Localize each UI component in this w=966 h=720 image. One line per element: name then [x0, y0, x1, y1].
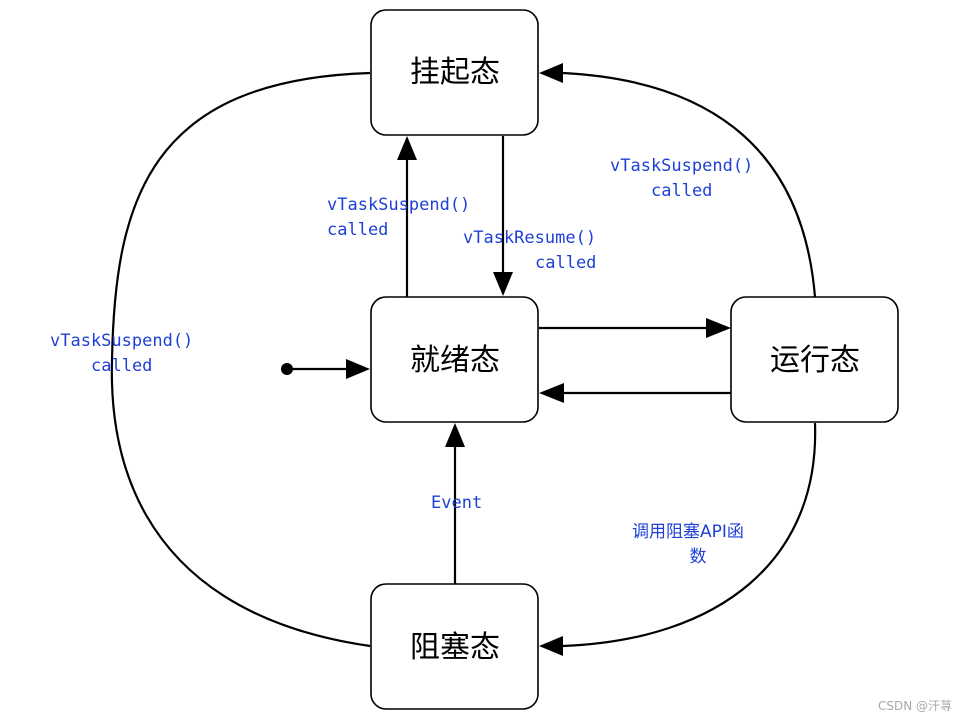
- arrowhead-running-to-suspended: [539, 63, 563, 83]
- label-blocked-to-suspended-line2: called: [91, 356, 152, 376]
- label-running-to-suspended-line1: vTaskSuspend(): [610, 156, 753, 176]
- edge-blocked-to-suspended: [110, 71, 371, 648]
- arrowhead-running-to-ready: [539, 383, 564, 403]
- label-suspended-to-ready-line2: called: [535, 253, 596, 273]
- state-blocked-box: [370, 583, 539, 710]
- state-suspended-label: 挂起态: [410, 55, 500, 90]
- state-running-label: 运行态: [770, 343, 860, 378]
- arrowhead-running-to-blocked: [539, 636, 563, 656]
- label-ready-to-suspended-line2: called: [327, 220, 388, 240]
- state-suspended-box: [370, 9, 539, 136]
- state-ready-box: [370, 296, 539, 423]
- arrowhead-ready-to-running: [706, 318, 731, 338]
- edge-running-to-suspended: [562, 71, 817, 298]
- state-ready-label: 就绪态: [410, 343, 500, 378]
- label-suspended-to-ready-line1: vTaskResume(): [463, 228, 596, 248]
- arrowhead-initial-to-ready: [346, 359, 370, 379]
- arrowhead-ready-to-suspended: [397, 136, 417, 160]
- label-ready-to-suspended-line1: vTaskSuspend(): [327, 195, 470, 215]
- state-blocked-label: 阻塞态: [410, 630, 500, 665]
- state-running-box: [730, 296, 899, 423]
- label-running-to-suspended-line2: called: [651, 181, 712, 201]
- label-running-to-blocked-line2: 数: [690, 547, 707, 567]
- label-blocked-to-suspended-line1: vTaskSuspend(): [50, 331, 193, 351]
- arrowhead-blocked-to-ready: [445, 423, 465, 447]
- label-blocked-to-ready: Event: [431, 493, 482, 513]
- watermark: CSDN @汗荨: [877, 699, 952, 713]
- arrowhead-suspended-to-ready: [493, 272, 513, 296]
- edge-running-to-blocked: [562, 422, 817, 648]
- label-running-to-blocked-line1: 调用阻塞API函: [632, 522, 744, 542]
